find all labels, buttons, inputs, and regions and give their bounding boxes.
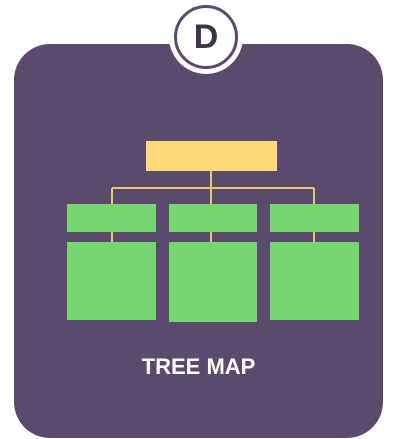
child-header-left <box>67 204 156 232</box>
child-body-middle <box>169 242 257 322</box>
child-body-right <box>270 242 359 320</box>
badge-letter: D <box>174 5 238 69</box>
tree-map-card[interactable] <box>14 44 383 438</box>
connector-lines <box>111 171 315 242</box>
child-header-middle <box>169 204 257 232</box>
child-header-right <box>270 204 359 232</box>
badge: D <box>169 0 243 74</box>
tree-map-title: TREE MAP <box>141 354 256 379</box>
root-box <box>146 141 277 171</box>
child-body-left <box>67 242 156 320</box>
